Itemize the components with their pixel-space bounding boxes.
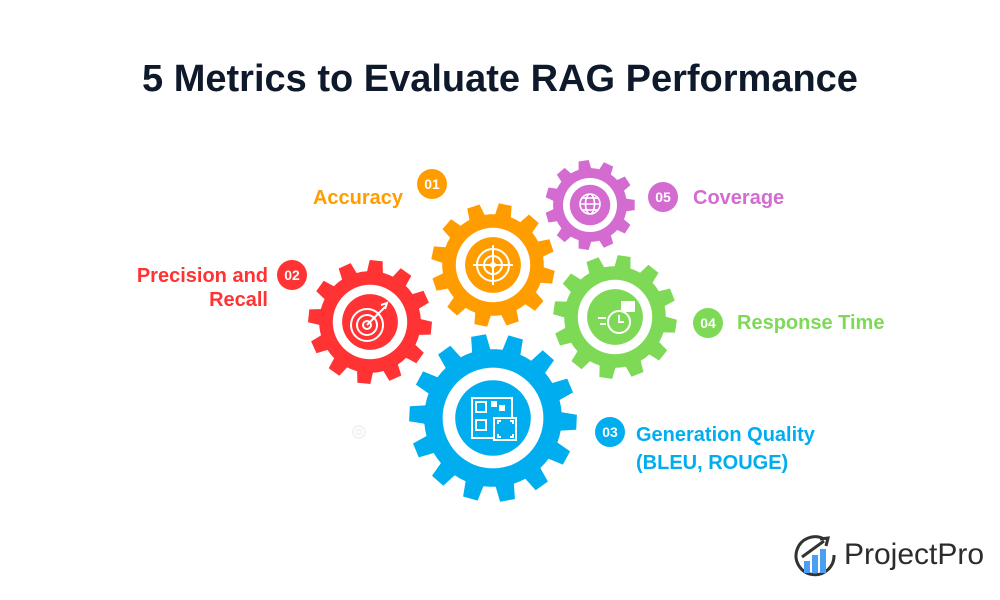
dartboard-icon — [350, 301, 389, 342]
logo-text: ProjectPro — [844, 538, 985, 571]
label-line: Recall — [209, 289, 268, 311]
label-accuracy: Accuracy — [312, 187, 403, 209]
badge-01: 01 — [417, 169, 447, 199]
projectpro-logo: ProjectPro — [794, 533, 984, 577]
faint-gear-icon — [352, 425, 366, 439]
label-line: (BLEU, ROUGE) — [636, 452, 789, 474]
badge-03: 03 — [595, 417, 625, 447]
label-line: Generation Quality — [636, 424, 815, 446]
label-coverage: Coverage — [693, 187, 785, 209]
gear-coverage — [545, 160, 635, 250]
label-precision-recall: Precision and Recall — [137, 264, 268, 312]
badge-05: 05 — [648, 182, 678, 212]
label-line: Precision and — [136, 265, 268, 287]
label-response-time: Response Time — [737, 312, 885, 334]
gear-hub — [587, 289, 643, 345]
chart-logo-icon — [794, 535, 836, 577]
badge-04: 04 — [693, 308, 723, 338]
page-title: 5 Metrics to Evaluate RAG Performance — [142, 58, 858, 100]
label-generation-quality: Generation Quality (BLEU, ROUGE) — [636, 421, 815, 477]
stopwatch-icon — [598, 301, 635, 334]
gear-hub — [569, 184, 611, 226]
badge-02: 02 — [277, 260, 307, 290]
qr-code-icon — [471, 397, 517, 441]
crosshair-icon — [473, 245, 513, 285]
gear-response-time — [553, 255, 677, 379]
globe-icon — [579, 193, 601, 215]
